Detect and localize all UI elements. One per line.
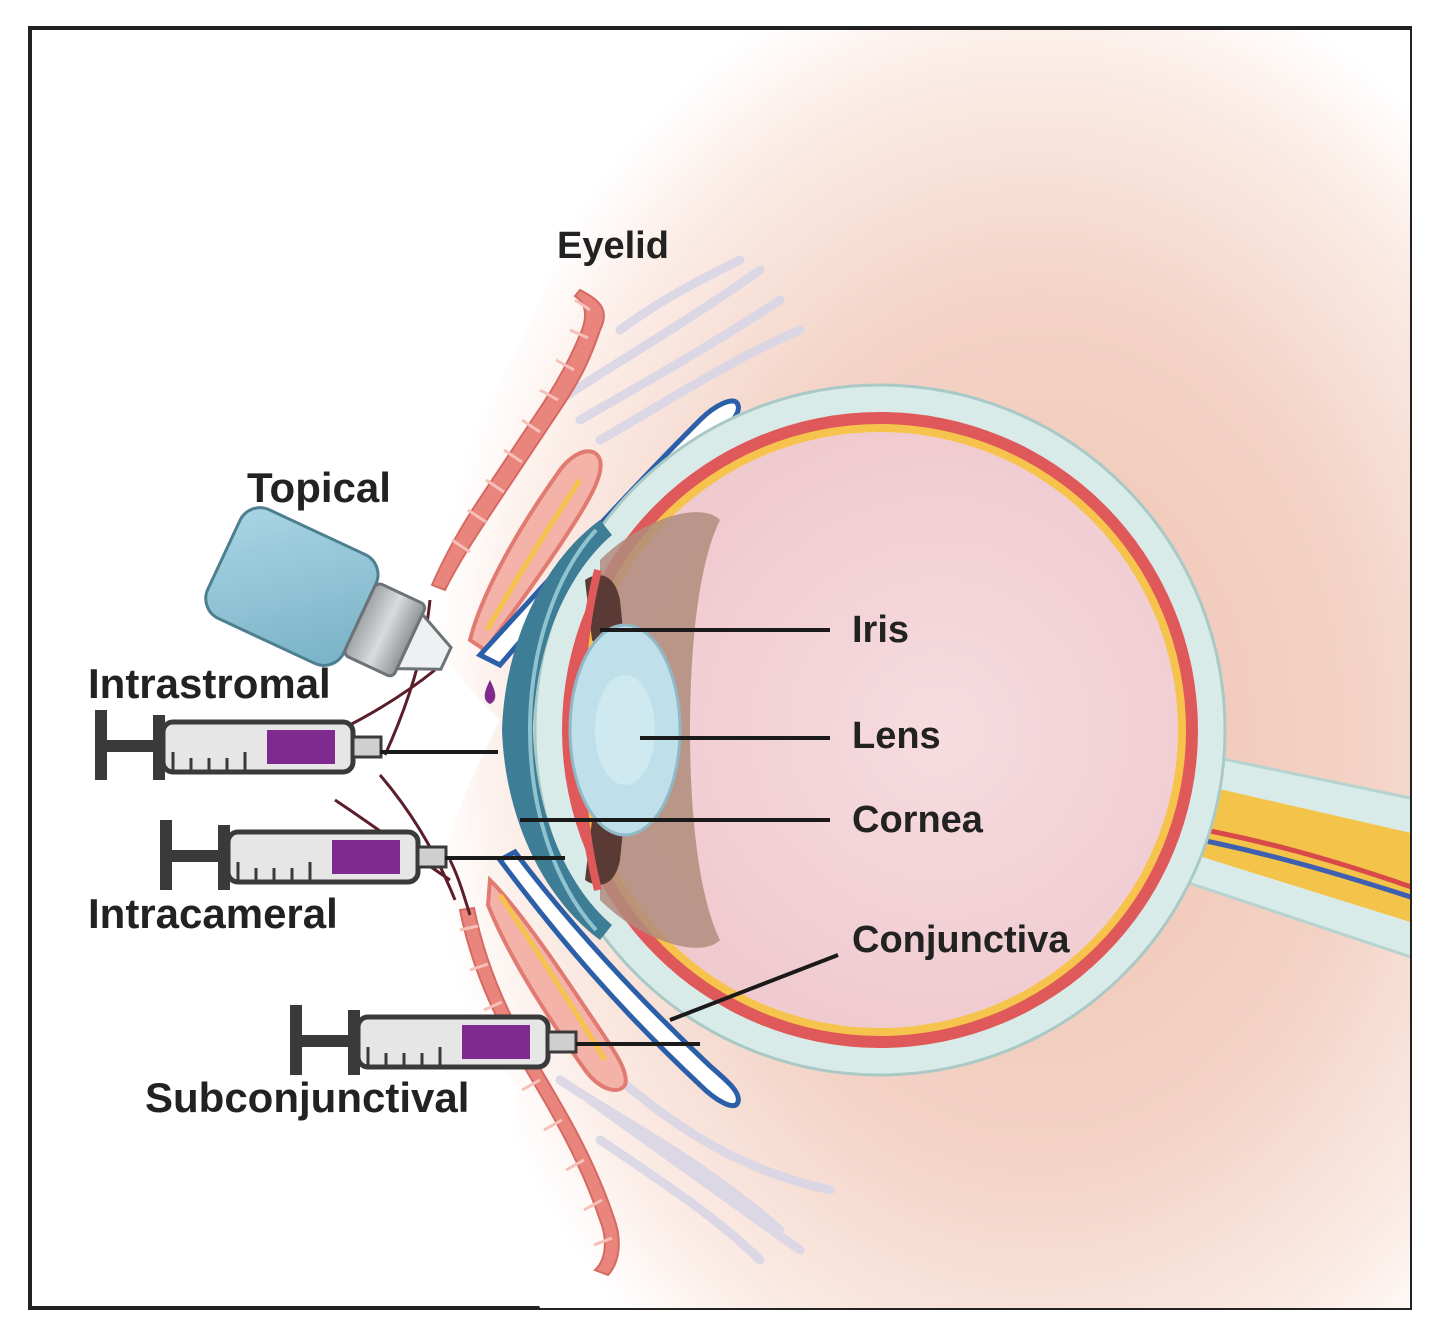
syringe-intracameral-icon bbox=[160, 820, 448, 890]
pointer-lines bbox=[380, 628, 839, 1046]
label-eyelid: Eyelid bbox=[557, 225, 669, 267]
lens-nucleus bbox=[595, 675, 655, 785]
label-conjunctiva: Conjunctiva bbox=[852, 919, 1070, 961]
drop-icon bbox=[484, 680, 496, 704]
label-intracameral: Intracameral bbox=[88, 890, 338, 937]
lower-tissue-fibers bbox=[555, 1075, 835, 1265]
upper-tarsal-gland bbox=[484, 478, 583, 632]
label-topical: Topical bbox=[247, 464, 391, 511]
cornea-inner-edge bbox=[527, 528, 598, 932]
lower-tarsal-gland bbox=[497, 893, 608, 1062]
upper-tissue-fibers bbox=[555, 255, 805, 445]
cornea bbox=[502, 520, 612, 940]
label-subconjunctival: Subconjunctival bbox=[145, 1074, 469, 1121]
syringe-intrastromal-icon bbox=[95, 710, 383, 780]
label-lens: Lens bbox=[852, 715, 941, 757]
conjunctiva-leader-line bbox=[669, 953, 839, 1022]
syringe-subconjunctival-icon bbox=[290, 1005, 578, 1075]
label-cornea: Cornea bbox=[852, 799, 984, 841]
needle-tracks bbox=[334, 599, 472, 916]
label-iris: Iris bbox=[852, 609, 909, 651]
label-intrastromal: Intrastromal bbox=[88, 660, 331, 707]
eye-drop-bottle-icon bbox=[204, 506, 453, 678]
vitreous-body bbox=[582, 432, 1178, 1028]
upper-muscle-stripes bbox=[451, 298, 591, 554]
